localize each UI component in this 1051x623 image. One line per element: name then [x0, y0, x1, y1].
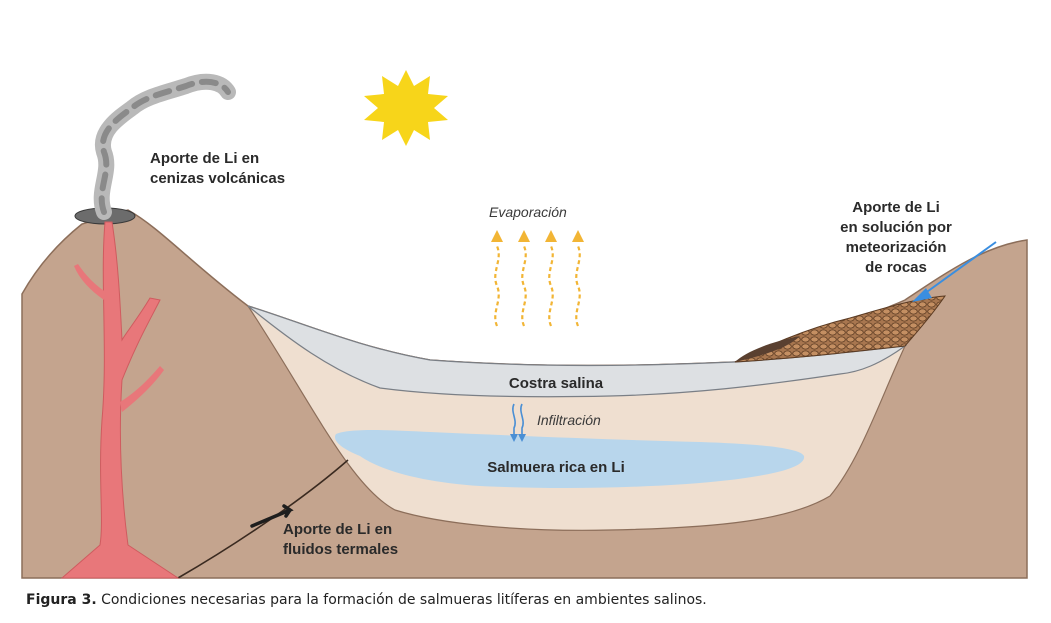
weathering-label-line4: de rocas — [865, 259, 927, 276]
magma-conduit — [60, 221, 180, 579]
thermal-label-line2: fluidos termales — [283, 541, 398, 558]
volcanic-label-line1: Aporte de Li en — [150, 150, 259, 167]
gravel-deposit — [734, 295, 947, 363]
figure-caption: Figura 3. Condiciones necesarias para la… — [26, 592, 1026, 608]
magma-branch — [120, 366, 164, 412]
sun-icon — [364, 70, 448, 146]
weathering-label-line3: meteorización — [846, 239, 947, 256]
dark-soil — [735, 336, 800, 362]
magma-branch — [74, 264, 106, 300]
evaporation-arrowheads — [491, 230, 584, 242]
infiltration-label: Infiltración — [537, 412, 601, 428]
weathering-label-line2: en solución por — [840, 219, 952, 236]
infiltration-arrows-icon — [510, 403, 526, 442]
salt-crust-label: Costra salina — [509, 375, 604, 392]
volcanic-label-line2: cenizas volcánicas — [150, 170, 285, 187]
brine-lens — [335, 430, 805, 488]
caption-text: Condiciones necesarias para la formación… — [96, 592, 707, 608]
salt-crust — [247, 305, 908, 398]
evaporation-label: Evaporación — [489, 204, 567, 220]
thermal-arrow-icon — [250, 504, 294, 528]
thermal-label-line1: Aporte de Li en — [283, 521, 392, 538]
weathering-label-line1: Aporte de Li — [852, 199, 940, 216]
brine-label: Salmuera rica en Li — [487, 459, 625, 476]
fault-line — [177, 459, 349, 579]
figure-label: Figura 3. — [26, 592, 97, 608]
volcano-smoke-icon — [93, 73, 236, 220]
evaporation-arrows-icon — [494, 245, 581, 327]
weathering-arrow-icon — [912, 241, 997, 302]
